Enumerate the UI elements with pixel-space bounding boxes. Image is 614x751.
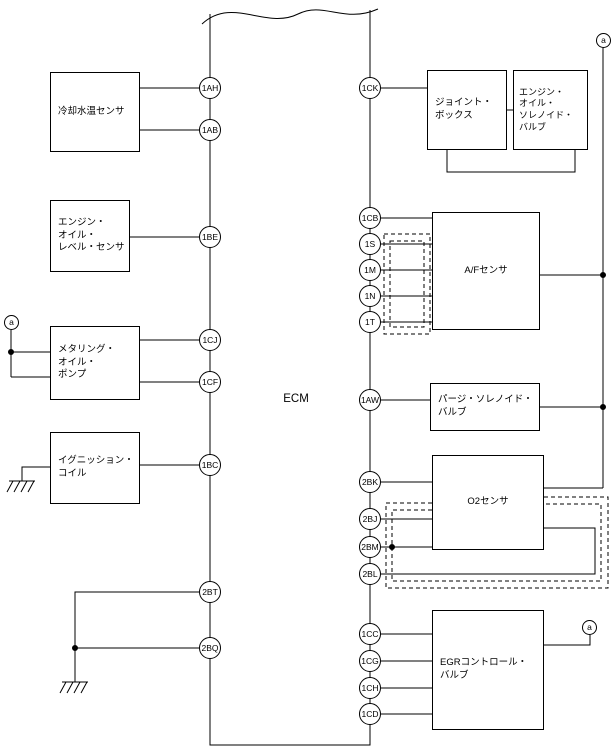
- connector-label: 1S: [364, 238, 376, 249]
- connector-2BL: 2BL: [359, 563, 381, 585]
- connector-label: 1AW: [360, 394, 380, 405]
- wire-2bt-2bq-ground: [74, 591, 199, 682]
- connector-label: 1CD: [361, 708, 379, 719]
- connector-a-top-right: a: [596, 33, 611, 48]
- connector-label: 1CF: [201, 376, 219, 387]
- connector-1S: 1S: [359, 233, 381, 255]
- component-purge-solenoid-valve: パージ・ソレノイド・ バルブ: [430, 383, 540, 431]
- connector-label: 1CJ: [202, 334, 218, 345]
- ecm-label: ECM: [283, 393, 309, 405]
- connector-label: 2BK: [361, 476, 379, 487]
- connector-label: 1CB: [361, 212, 379, 223]
- connector-1M: 1M: [359, 259, 381, 281]
- connector-1N: 1N: [359, 285, 381, 307]
- component-label: O2センサ: [467, 496, 509, 508]
- connector-2BT: 2BT: [199, 581, 221, 603]
- wire-ignition-coil-ground: [21, 466, 50, 481]
- connector-label: 2BL: [362, 568, 378, 579]
- connector-2BM: 2BM: [359, 536, 381, 558]
- component-label: エンジン・ オイル・ ソレノイド・ バルブ: [519, 86, 574, 132]
- wire-metering-pump: [140, 339, 199, 383]
- component-engine-oil-solenoid-valve: エンジン・ オイル・ ソレノイド・ バルブ: [513, 70, 588, 150]
- connector-1T: 1T: [359, 311, 381, 333]
- connector-label: 1AH: [201, 82, 219, 93]
- component-label: EGRコントロール・ バルブ: [440, 657, 528, 681]
- junction-dot: [600, 272, 606, 278]
- connector-1AH: 1AH: [199, 77, 221, 99]
- shield-o2-sensor-inner: [391, 503, 602, 582]
- component-label: イグニッション・ コイル: [58, 455, 134, 479]
- page-break-squiggle: [201, 8, 379, 25]
- connector-label: 1BE: [201, 231, 219, 242]
- component-label: A/Fセンサ: [464, 264, 508, 276]
- connector-1CC: 1CC: [359, 623, 381, 645]
- wire-metering-pump-power: [10, 330, 50, 378]
- connector-label: 2BJ: [362, 513, 378, 524]
- connector-1BE: 1BE: [199, 226, 221, 248]
- component-label: エンジン・ オイル・ レベル・センサ: [58, 217, 125, 254]
- connector-1CJ: 1CJ: [199, 329, 221, 351]
- component-ignition-coil: イグニッション・ コイル: [50, 432, 140, 504]
- connector-label: 1CK: [361, 82, 379, 93]
- connector-1AB: 1AB: [199, 119, 221, 141]
- wire-egr-valve: [381, 633, 432, 715]
- wire-o2-sensor-shield: [381, 527, 596, 575]
- component-engine-oil-level-sensor: エンジン・ オイル・ レベル・センサ: [50, 200, 130, 272]
- wire-joint-box-valve-loop: [446, 150, 576, 173]
- connector-label: 1CG: [361, 655, 379, 666]
- wire-o2-sensor: [381, 481, 432, 548]
- connector-label: 1CC: [361, 628, 379, 639]
- connector-2BQ: 2BQ: [199, 637, 221, 659]
- junction-dot: [8, 349, 14, 355]
- connector-1CF: 1CF: [199, 371, 221, 393]
- connector-1CD: 1CD: [359, 703, 381, 725]
- ground-symbol-2bq: [59, 681, 88, 694]
- connector-1CH: 1CH: [359, 677, 381, 699]
- connector-label: 1T: [365, 316, 375, 327]
- connector-1CG: 1CG: [359, 650, 381, 672]
- wire-egr-valve-power: [544, 635, 591, 646]
- component-joint-box: ジョイント・ ボックス: [427, 70, 507, 150]
- component-metering-oil-pump: メタリング・ オイル・ ポンプ: [50, 326, 140, 400]
- component-o2-sensor: O2センサ: [432, 455, 544, 550]
- ecm-outline: [209, 10, 371, 746]
- connector-label: 1N: [364, 290, 376, 301]
- junction-dot: [72, 645, 78, 651]
- connector-label: a: [601, 35, 606, 46]
- component-label: パージ・ソレノイド・ バルブ: [438, 394, 533, 418]
- component-label: 冷却水温センサ: [58, 105, 125, 117]
- component-coolant-temp-sensor: 冷却水温センサ: [50, 72, 140, 152]
- connector-label: 1M: [364, 264, 376, 275]
- connector-a-bottom-right: a: [582, 620, 597, 635]
- connector-label: 1AB: [201, 124, 219, 135]
- component-label: ジョイント・ ボックス: [435, 97, 493, 121]
- connector-1CB: 1CB: [359, 207, 381, 229]
- connector-2BJ: 2BJ: [359, 508, 381, 530]
- connector-label: 2BQ: [201, 642, 219, 653]
- connector-2BK: 2BK: [359, 471, 381, 493]
- wire-af-sensor: [381, 217, 432, 323]
- shield-af-sensor-outer: [383, 233, 431, 335]
- component-egr-control-valve: EGRコントロール・ バルブ: [432, 610, 544, 730]
- shield-o2-sensor-outer: [385, 496, 609, 589]
- junction-dot: [389, 544, 395, 550]
- wire-coolant-sensor: [140, 87, 199, 131]
- connector-label: a: [9, 317, 14, 328]
- component-af-sensor: A/Fセンサ: [432, 212, 540, 330]
- connector-a-left: a: [4, 315, 19, 330]
- junction-dot: [600, 404, 606, 410]
- connector-1CK: 1CK: [359, 77, 381, 99]
- connector-1BC: 1BC: [199, 454, 221, 476]
- connector-label: a: [587, 622, 592, 633]
- connector-label: 2BT: [202, 586, 218, 597]
- ground-symbol-ignition: [6, 480, 35, 493]
- connector-label: 1CH: [361, 682, 379, 693]
- component-label: メタリング・ オイル・ ポンプ: [58, 344, 116, 381]
- shield-af-sensor-inner: [389, 240, 425, 328]
- connector-label: 2BM: [361, 541, 379, 552]
- connector-1AW: 1AW: [359, 389, 381, 411]
- connector-label: 1BC: [201, 459, 219, 470]
